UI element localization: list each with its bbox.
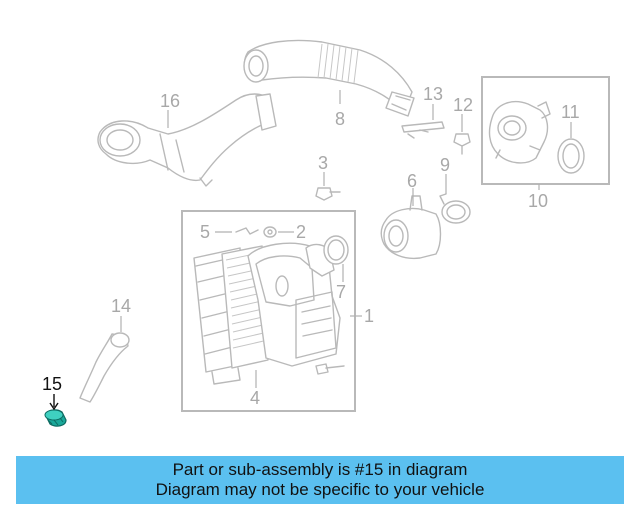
callout-11: 11 [561, 102, 580, 122]
part-7-seal [323, 235, 349, 265]
info-banner: Part or sub-assembly is #15 in diagram D… [16, 456, 624, 504]
part-13-bracket [401, 121, 445, 139]
info-line-part-number: Part or sub-assembly is #15 in diagram [172, 460, 468, 479]
callout-8: 8 [335, 109, 345, 129]
callout-3: 3 [318, 153, 328, 173]
part-15-cap[interactable] [44, 409, 67, 427]
callout-15: 15 [42, 374, 62, 394]
part-16-intake-duct [97, 93, 277, 187]
part-1-group-box [181, 210, 356, 412]
part-10-group-box [481, 76, 610, 185]
callout-7: 7 [336, 282, 346, 302]
callout-14: 14 [111, 296, 131, 316]
part-1-air-cleaner-housing [193, 242, 341, 385]
part-12-bolt [453, 133, 471, 155]
part-9-clamp [439, 193, 471, 224]
part-11-gasket [557, 138, 585, 174]
part-10-throttle-housing [488, 100, 551, 164]
callout-16: 16 [160, 91, 180, 111]
part-5-hose-clip [235, 227, 259, 235]
callout-labels: 16 8 13 12 11 10 3 6 9 5 2 7 1 4 14 15 [42, 84, 580, 408]
part-1-screw [315, 363, 345, 375]
callout-9: 9 [440, 155, 450, 175]
leader-lines [49, 90, 572, 411]
callout-10: 10 [528, 191, 548, 211]
callout-12: 12 [453, 95, 473, 115]
part-2-grommet [263, 226, 277, 238]
callout-5: 5 [200, 222, 210, 242]
part-8-intake-hose [243, 39, 415, 117]
part-3-bolt [315, 187, 341, 201]
callout-2: 2 [296, 222, 306, 242]
callout-1: 1 [364, 306, 374, 326]
callout-6: 6 [407, 171, 417, 191]
part-14-hose [79, 332, 130, 403]
parts-diagram: 16 8 13 12 11 10 3 6 9 5 2 7 1 4 14 15 [42, 39, 610, 427]
info-line-disclaimer: Diagram may not be specific to your vehi… [155, 480, 485, 499]
part-6-air-mass-sensor [380, 195, 442, 260]
callout-13: 13 [423, 84, 443, 104]
callout-4: 4 [250, 388, 260, 408]
